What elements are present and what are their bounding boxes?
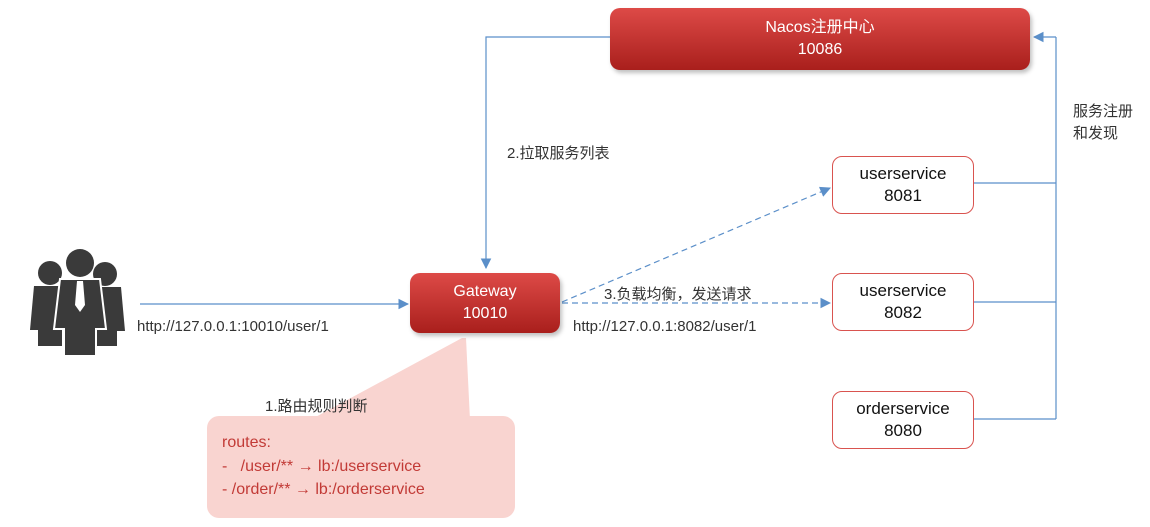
gateway-title: Gateway [453,283,517,300]
client-url-label: http://127.0.0.1:10010/user/1 [137,318,329,335]
routes-callout-pointer [310,338,470,420]
service-port: 8080 [884,421,922,440]
fetch-list-arrow [480,36,610,270]
load-balance-label: 3.负载均衡，发送请求 [604,286,752,303]
nacos-port: 10086 [797,41,843,58]
userservice-8081-box[interactable]: userservice 8081 [832,156,974,214]
register-label-line1: 服务注册 [1073,103,1134,120]
service-name: userservice [859,281,947,300]
service-name: orderservice [856,399,950,418]
service-port: 8081 [884,186,922,205]
routes-config-note [207,416,515,518]
nacos-title: Nacos注册中心 [765,19,875,36]
fetch-list-label: 2.拉取服务列表 [507,145,610,162]
register-label-line2: 和发现 [1073,125,1119,142]
routes-header: routes: [222,434,271,451]
route-rule-user: - /user/** → lb:/userservice [222,458,422,475]
nacos-registry-box[interactable]: Nacos注册中心 10086 [610,8,1030,70]
registration-lines [974,31,1057,420]
gateway-to-8081-arrow [561,186,831,303]
target-url-label: http://127.0.0.1:8082/user/1 [573,318,757,335]
service-port: 8082 [884,303,922,322]
route-judge-label: 1.路由规则判断 [265,398,368,415]
gateway-port: 10010 [462,305,508,322]
service-name: userservice [859,164,947,183]
route-rule-order: - /order/** → lb:/orderservice [222,481,425,498]
orderservice-8080-box[interactable]: orderservice 8080 [832,391,974,449]
gateway-box[interactable]: Gateway 10010 [410,273,560,333]
users-icon [30,249,125,357]
userservice-8082-box[interactable]: userservice 8082 [832,273,974,331]
